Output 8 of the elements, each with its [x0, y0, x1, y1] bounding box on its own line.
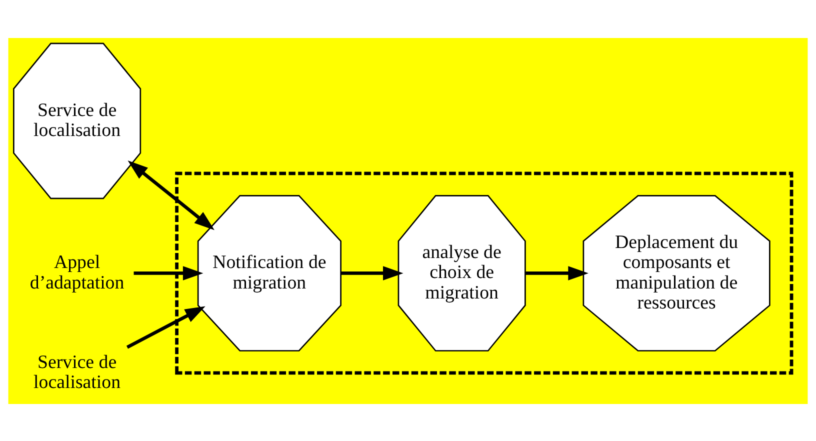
arrow [126, 306, 206, 348]
arrow [134, 266, 204, 280]
arrow [340, 266, 404, 280]
arrow [526, 266, 588, 280]
node-text: Appel d’adaptation [30, 252, 124, 293]
node-text: Service de localisation [34, 351, 121, 393]
cluster [175, 171, 794, 374]
arrow [128, 160, 214, 230]
